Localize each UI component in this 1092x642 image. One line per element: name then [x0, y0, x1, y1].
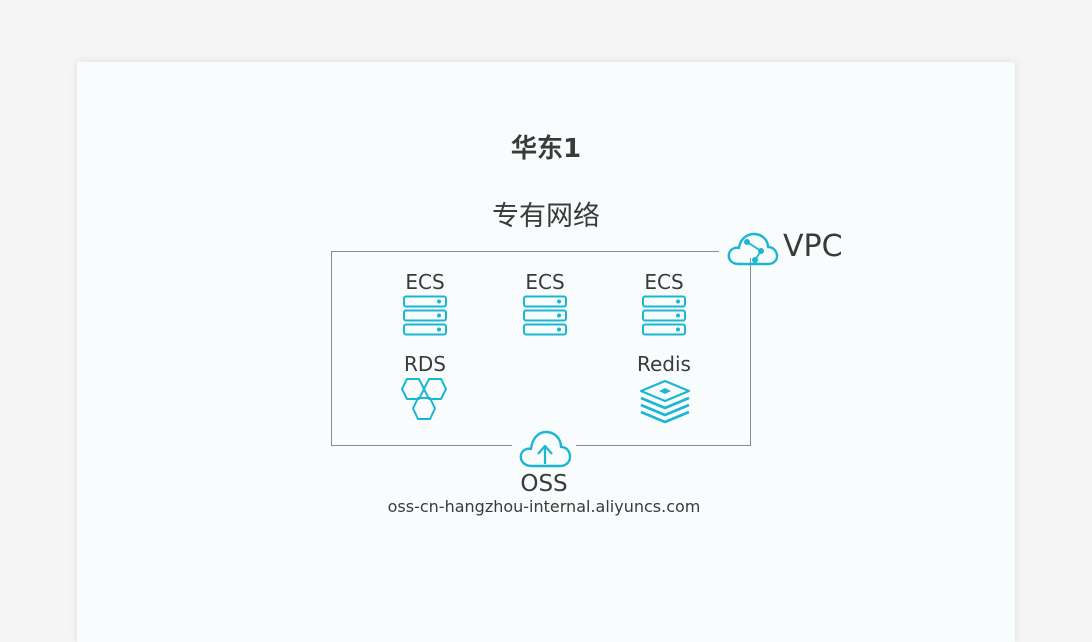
cloud-upload-icon [519, 430, 572, 468]
vpc-label: VPC [783, 229, 843, 264]
server-icon [523, 295, 567, 336]
region-title: 华东1 [510, 134, 582, 164]
redis-label: Redis [637, 352, 691, 376]
ecs-label: ECS [644, 270, 684, 294]
ecs-label: ECS [405, 270, 445, 294]
server-icon [642, 295, 686, 336]
ecs-label: ECS [525, 270, 565, 294]
diagram-card [77, 62, 1015, 642]
vpc-title: 专有网络 [492, 201, 600, 232]
hexagon-cluster-icon [401, 378, 447, 420]
oss-label: OSS [520, 471, 568, 497]
rds-label: RDS [404, 352, 446, 376]
server-icon [403, 295, 447, 336]
oss-endpoint: oss-cn-hangzhou-internal.aliyuncs.com [387, 497, 701, 516]
cloud-network-icon [727, 232, 779, 266]
stack-layers-icon [639, 379, 691, 424]
